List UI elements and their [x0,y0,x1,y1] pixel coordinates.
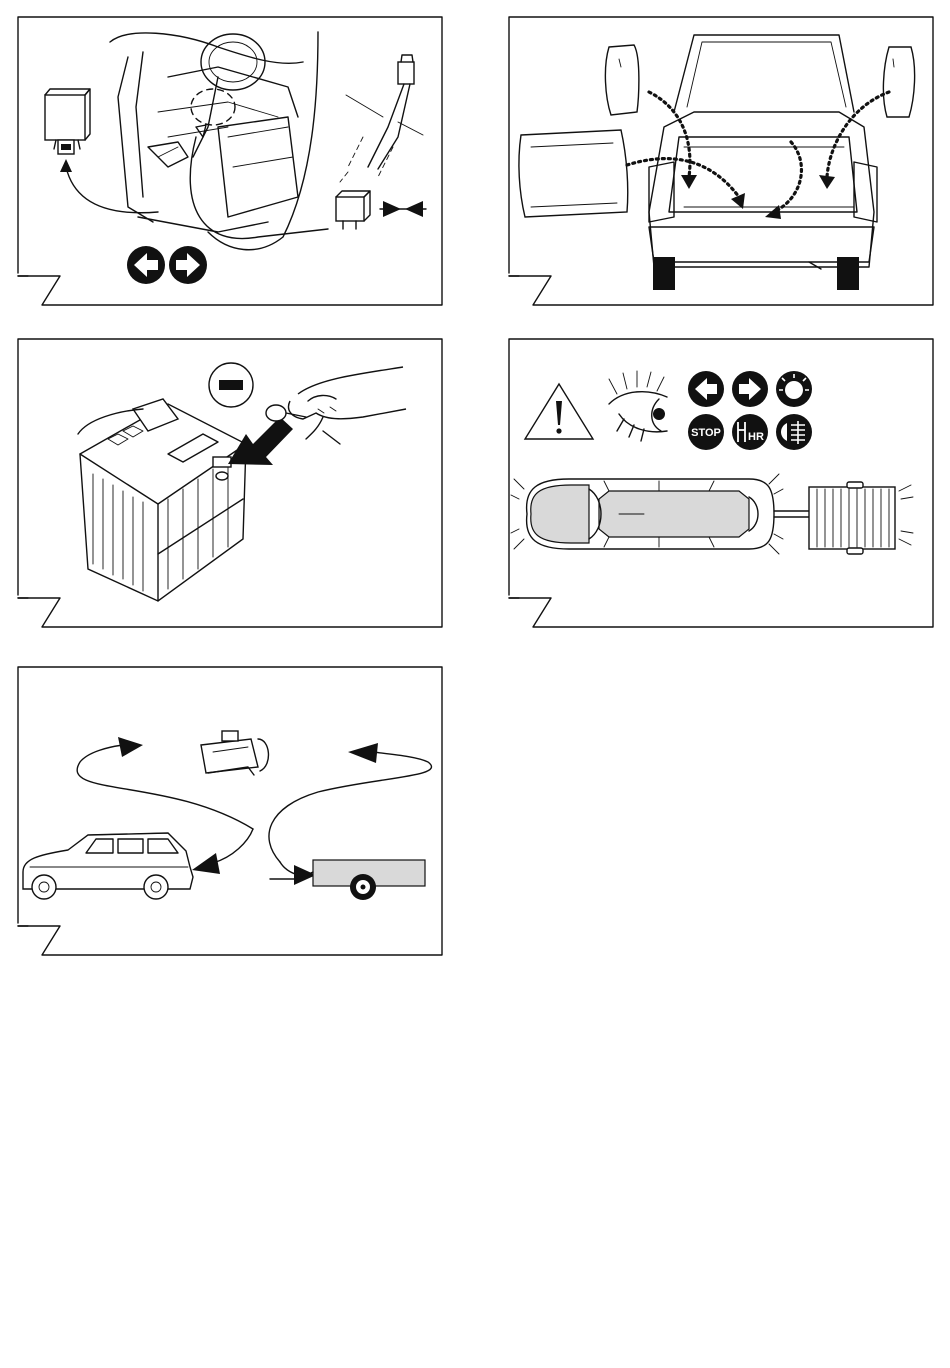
panel-frame [18,17,442,305]
connector-plug-icon [346,55,423,169]
trim-panel-icon [883,47,914,117]
eye-icon [609,371,667,441]
turn-right-arrow-icon [169,246,207,284]
panel-frame [509,17,933,305]
dashboard-icon [110,32,318,250]
right-indicator-icon [732,371,768,407]
location-highlight-icon [191,89,235,125]
car-top-view-icon [511,474,783,554]
panel-module-wiring [18,17,442,305]
relay-icon [336,191,370,229]
fog-light-icon [776,414,812,450]
stop-icon: STOP [688,414,724,450]
stop-label: STOP [691,427,721,439]
trailer-side-icon [270,860,425,900]
turn-left-arrow-icon [127,246,165,284]
hr-icon: HR [732,414,768,450]
minus-symbol-icon [209,363,253,407]
panel-frame: STOP HR [509,339,933,627]
panel-cargo-area [509,17,933,305]
curved-arrow-icon [649,92,690,177]
panel-frame [18,667,442,955]
press-together-icon [380,201,426,217]
car-side-icon [23,833,193,899]
warning-triangle-icon [525,384,593,439]
socket-icon [201,731,268,775]
panel-battery [18,339,442,627]
panel-frame [18,339,442,627]
hr-label: HR [748,431,764,443]
light-icon [776,371,812,407]
trim-panel-icon [605,45,639,115]
tailgate-icon [649,35,877,290]
left-indicator-icon [688,371,724,407]
cargo-mat-icon [519,130,628,217]
battery-icon [80,404,246,601]
panel-trailer-connection [18,667,442,955]
panel-function-check: STOP HR [509,339,933,627]
control-module-icon [45,89,90,154]
trailer-top-view-icon [809,482,913,554]
